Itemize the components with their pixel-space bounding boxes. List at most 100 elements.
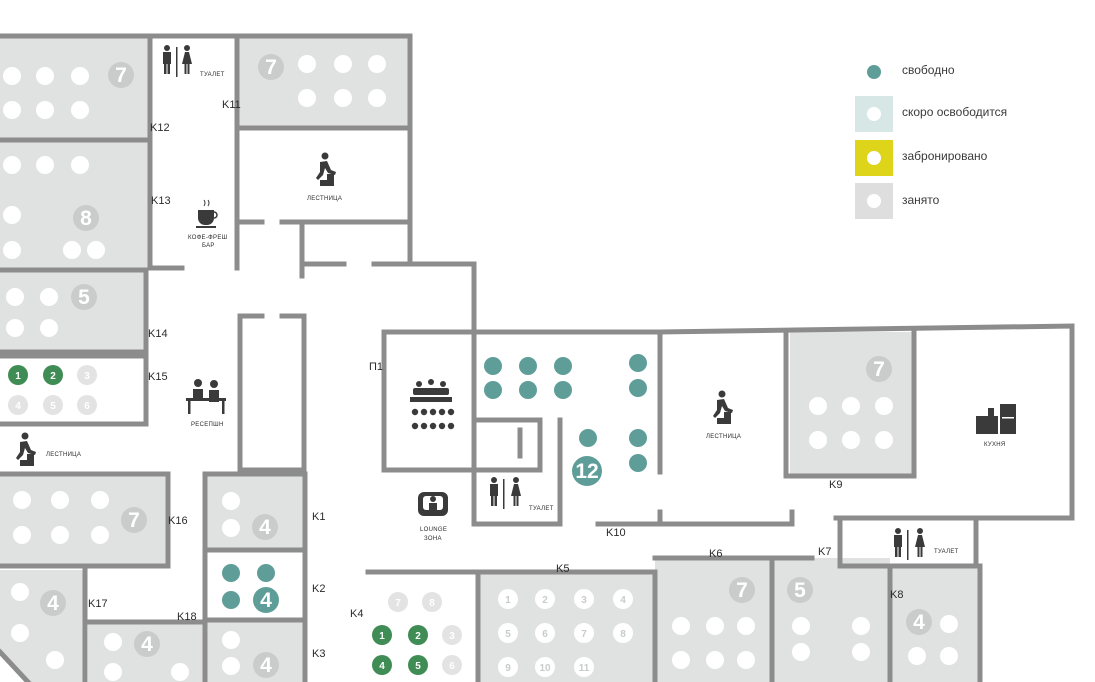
legend-free-label: свободно xyxy=(902,63,955,77)
lounge-label-1: LOUNGE xyxy=(420,527,447,533)
seat-group-k5[interactable]: 1 2 3 4 5 6 7 8 9 10 11 xyxy=(498,589,633,677)
reception-label: РЕСЕПШН xyxy=(191,422,224,428)
label-k12: K12 xyxy=(150,122,170,134)
label-p1: П1 xyxy=(369,361,383,373)
label-k15: K15 xyxy=(148,371,168,383)
room-h-capacity: 4 xyxy=(260,654,272,677)
label-k5: K5 xyxy=(556,563,569,575)
svg-text:5: 5 xyxy=(415,661,421,672)
svg-text:10: 10 xyxy=(539,663,551,674)
toilet-label-right: ТУАЛЕТ xyxy=(934,549,959,555)
svg-text:1: 1 xyxy=(379,631,385,642)
svg-text:1: 1 xyxy=(505,595,511,606)
svg-text:3: 3 xyxy=(581,595,587,606)
legend: свободно скоро освободится забронировано… xyxy=(855,54,1007,219)
free-desks[interactable] xyxy=(222,354,647,609)
svg-text:2: 2 xyxy=(415,631,421,642)
room-a[interactable] xyxy=(0,38,150,140)
label-k17: K17 xyxy=(88,598,108,610)
room-j-capacity: 4 xyxy=(141,633,153,656)
label-k2: K2 xyxy=(312,583,325,595)
room-m-capacity: 7 xyxy=(736,579,748,602)
seat-group-k15[interactable]: 1 2 3 4 5 6 xyxy=(8,365,97,415)
svg-text:6: 6 xyxy=(84,401,90,412)
svg-text:6: 6 xyxy=(542,629,548,640)
svg-text:4: 4 xyxy=(620,595,626,606)
stairs-label-right: ЛЕСТНИЦА xyxy=(706,434,741,440)
label-k8: K8 xyxy=(890,589,903,601)
svg-text:6: 6 xyxy=(449,661,455,672)
svg-text:11: 11 xyxy=(579,663,590,674)
legend-occupied-icon xyxy=(867,194,881,208)
lounge-icon xyxy=(418,492,448,516)
label-k11: K11 xyxy=(222,99,241,111)
room-d-capacity: 5 xyxy=(78,286,90,309)
kitchen-icon xyxy=(976,404,1016,434)
room-o[interactable] xyxy=(892,566,980,682)
occupied-desks xyxy=(3,55,958,681)
legend-booked-icon xyxy=(867,151,881,165)
toilet-middle-icon xyxy=(490,477,521,509)
kitchen-label: КУХНЯ xyxy=(984,442,1006,448)
svg-text:4: 4 xyxy=(379,661,385,672)
room-l-capacity: 7 xyxy=(873,358,885,381)
room-k-capacity: 12 xyxy=(575,460,598,483)
label-k9: K9 xyxy=(829,479,842,491)
legend-soon-icon xyxy=(867,107,881,121)
room-c-capacity: 8 xyxy=(80,207,92,230)
stairs-label-top: ЛЕСТНИЦА xyxy=(307,196,342,202)
svg-text:3: 3 xyxy=(84,371,90,382)
label-k1: K1 xyxy=(312,511,325,523)
coffee-icon xyxy=(196,199,218,228)
toilet-label-top: ТУАЛЕТ xyxy=(200,72,225,78)
room-b[interactable] xyxy=(239,36,410,128)
corridor-labels: K11 K12 K13 K14 K15 K16 K17 K18 K1 K2 K3… xyxy=(88,99,903,660)
legend-booked-label: забронировано xyxy=(902,149,988,163)
label-k7: K7 xyxy=(818,546,831,558)
room-f-capacity: 4 xyxy=(259,516,271,539)
label-k13: K13 xyxy=(151,195,171,207)
label-k14: K14 xyxy=(148,328,168,340)
svg-text:9: 9 xyxy=(505,663,511,674)
lounge-label-2: ЗОНА xyxy=(424,536,442,542)
stairs-icon xyxy=(313,152,336,186)
label-k18: K18 xyxy=(177,611,197,623)
label-k16: K16 xyxy=(168,515,188,527)
walls xyxy=(0,33,1075,682)
room-i-capacity: 4 xyxy=(47,592,59,615)
svg-text:4: 4 xyxy=(15,401,21,412)
room-e-capacity: 7 xyxy=(128,509,140,532)
toilet-right-icon xyxy=(894,528,925,560)
stairs-left-icon xyxy=(13,432,36,466)
svg-text:2: 2 xyxy=(50,371,56,382)
room-n[interactable] xyxy=(774,558,890,682)
svg-text:7: 7 xyxy=(581,629,587,640)
legend-soon-label: скоро освободится xyxy=(902,105,1007,119)
label-k10: K10 xyxy=(606,527,626,539)
stairs-right-icon xyxy=(710,390,733,424)
svg-text:5: 5 xyxy=(50,401,56,412)
room-f[interactable] xyxy=(207,476,305,548)
svg-text:3: 3 xyxy=(449,631,455,642)
svg-text:8: 8 xyxy=(620,629,626,640)
toilet-icon xyxy=(163,45,192,77)
label-k6: K6 xyxy=(709,548,722,560)
seat-group-k4[interactable]: 7 8 1 2 3 4 5 6 xyxy=(372,592,462,675)
legend-occupied-label: занято xyxy=(902,193,940,207)
toilet-label-middle: ТУАЛЕТ xyxy=(529,506,554,512)
reception-icon xyxy=(186,379,226,414)
room-d[interactable] xyxy=(0,272,146,352)
svg-text:8: 8 xyxy=(429,598,435,609)
svg-text:2: 2 xyxy=(542,595,548,606)
room-n-capacity: 5 xyxy=(794,579,806,602)
legend-free-icon xyxy=(867,65,881,79)
room-capacities: 7 7 8 5 7 4 4 4 4 4 12 7 7 5 4 xyxy=(40,54,932,678)
svg-text:1: 1 xyxy=(15,371,21,382)
coffee-label-2: БАР xyxy=(202,243,215,249)
svg-text:7: 7 xyxy=(395,598,401,609)
room-g-capacity: 4 xyxy=(260,589,272,612)
meeting-room-icon xyxy=(410,379,455,430)
room-o-capacity: 4 xyxy=(913,611,925,634)
coffee-label-1: КОФЕ-ФРЕШ xyxy=(188,235,227,241)
